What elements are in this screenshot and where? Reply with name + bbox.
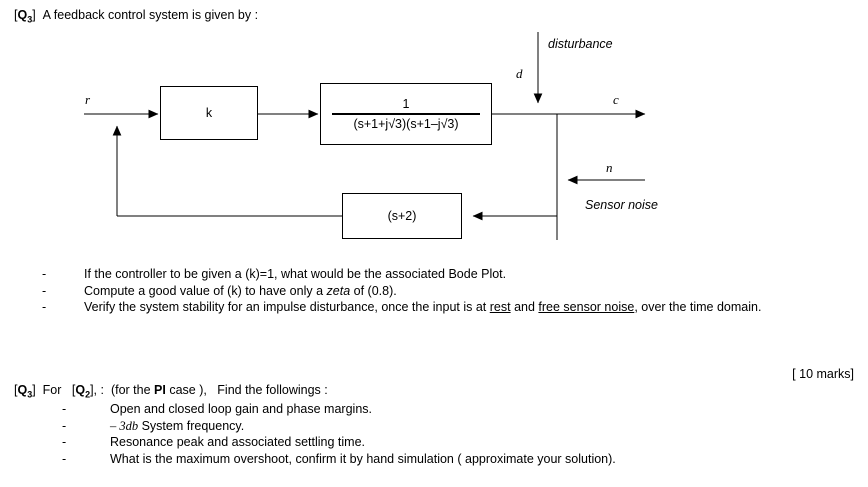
question-3-instruction: Find the followings : [217, 383, 328, 397]
bullet-dash: - [42, 300, 47, 314]
emphasis-italic: zeta [326, 283, 351, 298]
text-run: , over the time domain. [634, 300, 762, 314]
question-3-paren-open: (for the [110, 383, 151, 397]
bullet-item: - Compute a good value of (k) to have onl… [42, 283, 854, 300]
question-3-heading: [Q3] For [Q2], : (for the PI case ), Fin… [14, 383, 328, 400]
gain-block: k [160, 86, 258, 140]
bullet-text: Resonance peak and associated settling t… [110, 434, 822, 451]
signal-label-disturbance-symbol: d [516, 66, 523, 81]
question-2-heading: [Q3] A feedback control system is given … [14, 8, 258, 25]
emphasis-underline: free sensor noise [538, 300, 635, 314]
question-2-bullet-list: - If the controller to be given a (k)=1, … [42, 266, 854, 316]
bullet-item: - If the controller to be given a (k)=1, … [42, 266, 854, 283]
bullet-item: - Open and closed loop gain and phase mar… [62, 401, 822, 418]
bullet-text: Open and closed loop gain and phase marg… [110, 401, 822, 418]
gain-block-label: k [205, 106, 213, 120]
bullet-item: - What is the maximum overshoot, confirm … [62, 451, 822, 468]
text-run: What is the maximum overshoot, confirm i… [110, 451, 616, 466]
question-3-paren-close: case ), [169, 383, 207, 397]
transfer-function-denominator: (s+1+j√3)(s+1–j√3) [353, 116, 459, 131]
signal-label-sensor-noise-text: Sensor noise [585, 198, 658, 212]
bullet-dash: - [62, 402, 67, 416]
question-3-reference-tag: [Q2], [71, 383, 98, 400]
text-run: and [510, 300, 539, 314]
bullet-text: Verify the system stability for an impul… [84, 299, 854, 316]
text-run: System frequency. [138, 418, 245, 433]
question-3-tag: [Q3] [14, 383, 36, 400]
bullet-text: If the controller to be given a (k)=1, w… [84, 266, 854, 283]
signal-label-noise-symbol: n [606, 160, 613, 175]
signal-label-reference: r [85, 92, 91, 107]
bullet-dash: - [42, 267, 47, 281]
text-run: of (0.8). [350, 283, 397, 298]
transfer-function-fraction: 1 (s+1+j√3)(s+1–j√3) [332, 97, 480, 131]
bullet-dash: - [62, 435, 67, 449]
signal-label-output: c [613, 92, 619, 107]
question-2-statement: A feedback control system is given by : [42, 8, 259, 22]
question-3-connector: For [42, 383, 62, 397]
text-run: If the controller to be given a (k)=1, w… [84, 267, 507, 281]
transfer-function-numerator: 1 [402, 97, 410, 112]
text-run: Resonance peak and associated settling t… [110, 435, 366, 449]
question-2-tag: [Q3] [14, 8, 36, 25]
emphasis-underline: rest [489, 300, 511, 314]
feedback-block-label: (s+2) [387, 209, 417, 223]
feedback-block: (s+2) [342, 193, 462, 239]
bullet-dash: - [62, 418, 67, 433]
plant-transfer-function-block: 1 (s+1+j√3)(s+1–j√3) [320, 83, 492, 145]
question-3-controller-type: PI [154, 383, 166, 397]
question-3-bullet-list: - Open and closed loop gain and phase mar… [62, 401, 822, 467]
diagram-wires [84, 32, 646, 240]
text-run: Compute a good value of (k) to have only… [84, 283, 327, 298]
bullet-text: What is the maximum overshoot, confirm i… [110, 451, 822, 468]
bullet-text: Compute a good value of (k) to have only… [84, 283, 854, 300]
question-3-colon: : [100, 383, 104, 397]
fraction-bar [332, 113, 480, 115]
bullet-dash: - [62, 451, 67, 466]
signal-label-disturbance-text: disturbance [548, 37, 613, 51]
marks-allocation: [ 10 marks] [792, 367, 854, 381]
emphasis-serif-italic: – 3db [110, 418, 139, 433]
bullet-dash: - [42, 283, 47, 298]
bullet-text: – 3db System frequency. [110, 418, 822, 435]
bullet-item: - Resonance peak and associated settling … [62, 434, 822, 451]
bullet-item: - – 3db System frequency. [62, 418, 822, 435]
bullet-item: - Verify the system stability for an impu… [42, 299, 854, 316]
text-run: Verify the system stability for an impul… [84, 300, 490, 314]
text-run: Open and closed loop gain and phase marg… [110, 402, 372, 416]
feedback-control-block-diagram: k 1 (s+1+j√3)(s+1–j√3) (s+2) r d c n dis… [84, 32, 658, 240]
